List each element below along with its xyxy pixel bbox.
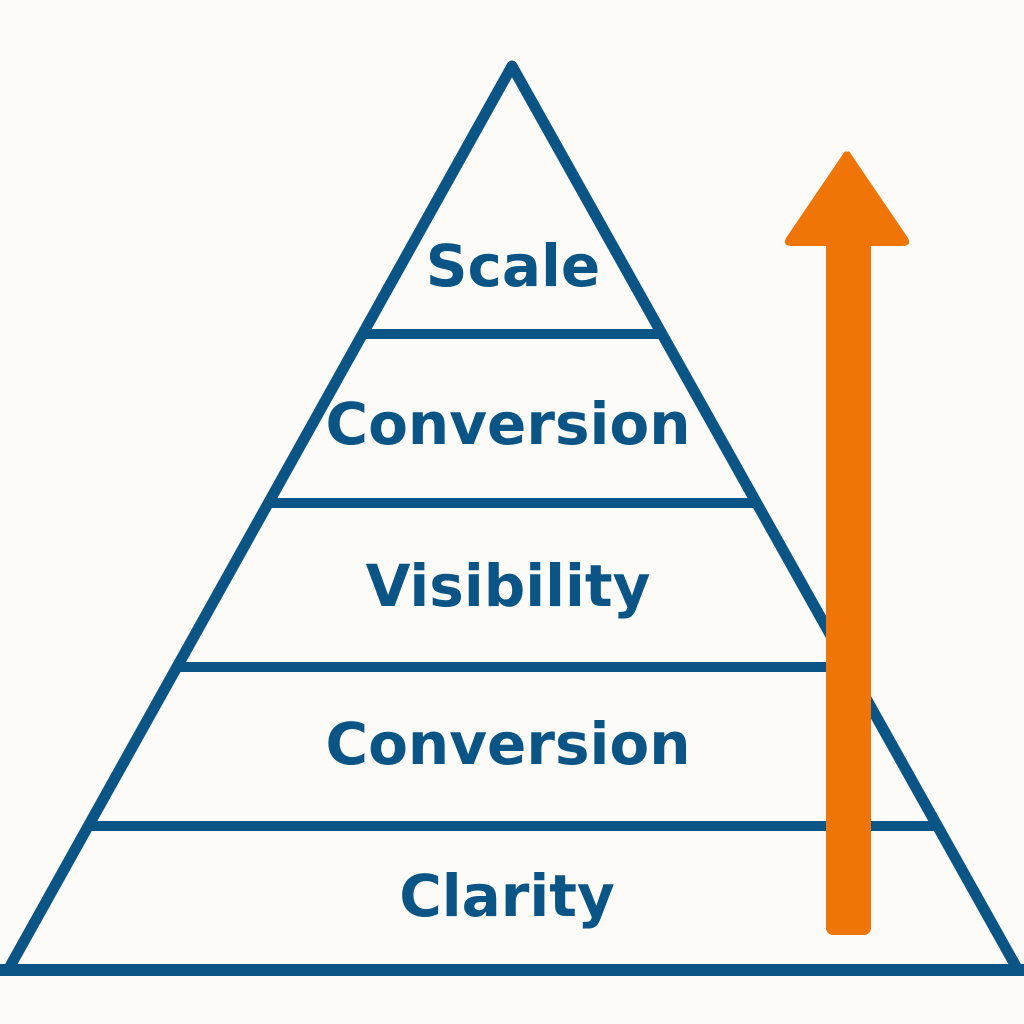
pyramid xyxy=(0,60,1024,976)
arrow-shaft xyxy=(826,230,871,935)
arrow-head xyxy=(784,151,910,246)
level-label-conversion-lower: Conversion xyxy=(326,710,691,778)
level-label-scale: Scale xyxy=(426,232,601,300)
level-label-conversion-upper: Conversion xyxy=(326,390,691,458)
level-label-clarity: Clarity xyxy=(399,862,615,930)
level-label-visibility: Visibility xyxy=(366,552,651,620)
arrow-up-icon xyxy=(784,151,910,935)
